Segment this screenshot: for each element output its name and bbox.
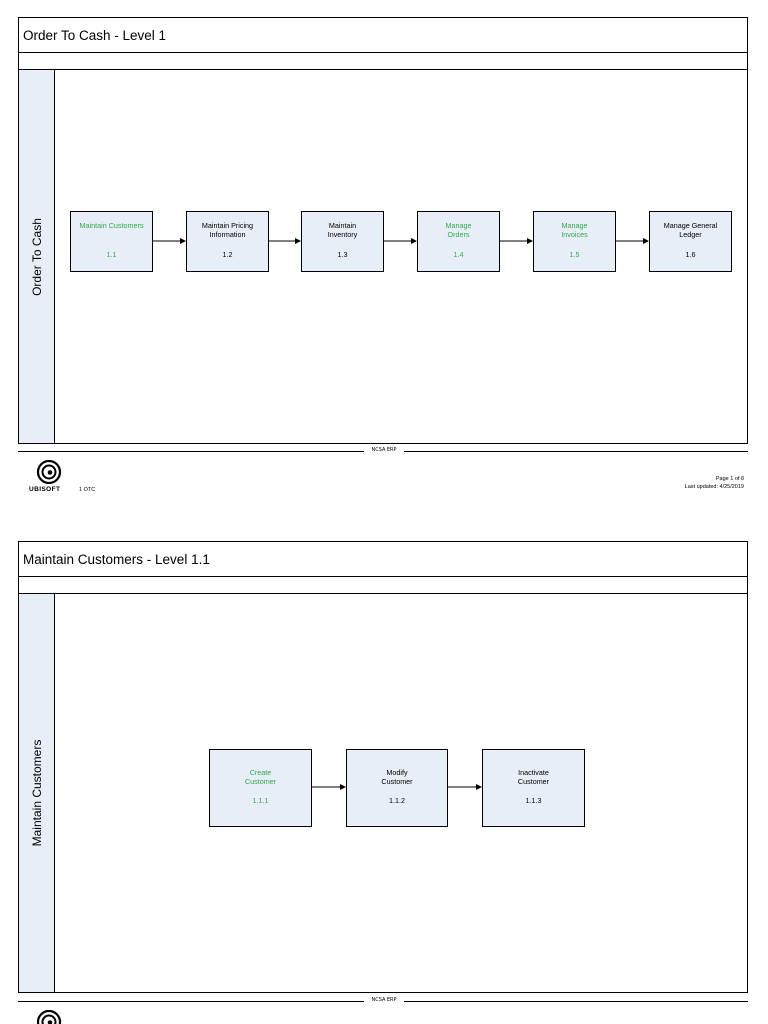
process-step-1-1-3[interactable]: Inactivate Customer 1.1.3 bbox=[482, 749, 585, 827]
page2-subheader bbox=[19, 577, 747, 594]
step-name: Manage General Ledger bbox=[663, 221, 718, 239]
page2-footer-label: NCSA ERP bbox=[364, 997, 404, 1003]
process-step-1-6[interactable]: Manage General Ledger 1.6 bbox=[649, 211, 732, 272]
document-code: 1 OTC bbox=[79, 487, 96, 493]
step-name: Manage Orders bbox=[445, 221, 472, 239]
brand-name: UBISOFT bbox=[29, 486, 61, 493]
step-name: Maintain Customers bbox=[79, 221, 144, 230]
step-name: Modify Customer bbox=[381, 768, 413, 786]
process-step-1-5[interactable]: Manage Invoices 1.5 bbox=[533, 211, 616, 272]
process-step-1-1-2[interactable]: Modify Customer 1.1.2 bbox=[346, 749, 448, 827]
page1-title-text: Order To Cash - Level 1 bbox=[23, 27, 167, 43]
step-name: Manage Invoices bbox=[561, 221, 588, 239]
process-step-1-4[interactable]: Manage Orders 1.4 bbox=[417, 211, 500, 272]
page2-swimlane: Maintain Customers bbox=[19, 594, 55, 992]
step-number: 1.1.2 bbox=[389, 796, 405, 805]
step-number: 1.1.1 bbox=[252, 796, 269, 805]
page1-footer-label: NCSA ERP bbox=[364, 447, 404, 453]
step-number: 1.3 bbox=[337, 250, 348, 259]
page1-subheader bbox=[19, 53, 747, 70]
page-number: Page 1 of 8 bbox=[715, 476, 744, 482]
ubisoft-logo-icon bbox=[36, 1010, 62, 1024]
page2-title-text: Maintain Customers - Level 1.1 bbox=[23, 551, 210, 567]
step-name: Maintain Inventory bbox=[327, 221, 358, 239]
process-step-1-3[interactable]: Maintain Inventory 1.3 bbox=[301, 211, 384, 272]
step-number: 1.1 bbox=[106, 250, 117, 259]
page1-title: Order To Cash - Level 1 bbox=[19, 18, 747, 53]
process-step-1-2[interactable]: Maintain Pricing Information 1.2 bbox=[186, 211, 269, 272]
ubisoft-logo-icon bbox=[36, 460, 62, 484]
step-name: Inactivate Customer bbox=[517, 768, 550, 786]
last-updated: Last updated: 4/25/2019 bbox=[684, 484, 744, 490]
page-info: Page 1 of 8 Last updated: 4/25/2019 bbox=[685, 475, 744, 491]
step-name: Maintain Pricing Information bbox=[201, 221, 254, 239]
process-step-1-1-1[interactable]: Create Customer 1.1.1 bbox=[209, 749, 312, 827]
step-number: 1.6 bbox=[685, 250, 696, 259]
step-number: 1.2 bbox=[222, 250, 233, 259]
step-number: 1.5 bbox=[569, 250, 580, 259]
step-name: Create Customer bbox=[244, 768, 277, 786]
process-step-1-1[interactable]: Maintain Customers 1.1 bbox=[70, 211, 153, 272]
step-number: 1.1.3 bbox=[525, 796, 542, 805]
page1-swimlane: Order To Cash bbox=[19, 70, 55, 443]
page2-title: Maintain Customers - Level 1.1 bbox=[19, 542, 747, 577]
step-number: 1.4 bbox=[453, 250, 464, 259]
